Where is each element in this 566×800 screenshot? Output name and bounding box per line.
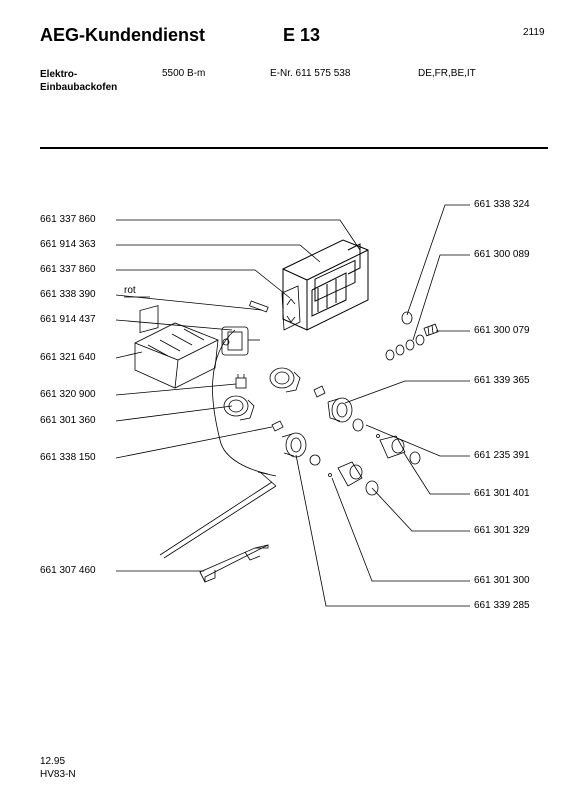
- part-number-left: 661 914 363: [40, 239, 96, 250]
- part-number-right: 661 235 391: [474, 450, 530, 461]
- left-leader-lines: [115, 219, 361, 572]
- section-code: E 13: [283, 25, 321, 45]
- washer: [409, 451, 421, 465]
- washer: [352, 418, 364, 432]
- mounting-bracket: [199, 544, 269, 583]
- cylinder-part: [337, 461, 363, 487]
- part-number-right: 661 301 329: [474, 525, 530, 536]
- cylinder-part: [379, 435, 406, 459]
- part-number-left: 661 321 640: [40, 352, 96, 363]
- part-number-right: 661 300 079: [474, 325, 530, 336]
- display-module: [282, 239, 369, 331]
- knob-bracket-lower: [223, 395, 255, 421]
- part-number-right: 661 339 285: [474, 600, 530, 611]
- page-number: 2119: [523, 27, 545, 38]
- part-number-left: 661 307 460: [40, 565, 96, 576]
- clip-part: [271, 420, 284, 432]
- country-codes: DE,FR,BE,IT: [418, 68, 476, 79]
- part-number-left: 661 338 150: [40, 452, 96, 463]
- part-number-left: 661 337 860: [40, 214, 96, 225]
- part-number-right: 661 301 401: [474, 488, 530, 499]
- e-number: E-Nr. 611 575 538: [270, 68, 351, 79]
- knob-upper: [327, 397, 353, 423]
- model-number: 5500 B-m: [162, 68, 206, 79]
- annotation-rot: rot: [124, 285, 136, 296]
- washer: [395, 344, 405, 356]
- thermostat: [212, 326, 277, 477]
- part-number-left: 661 914 437: [40, 314, 96, 325]
- product-line-1: Elektro-: [40, 69, 78, 80]
- washer: [401, 311, 413, 325]
- spring-screw: [423, 323, 439, 337]
- product-line-2: Einbaubackofen: [40, 82, 118, 93]
- temperature-probe: [159, 471, 277, 559]
- part-number-left: 661 320 900: [40, 389, 96, 400]
- switch-assembly: [134, 305, 219, 389]
- part-number-left: 661 337 860: [40, 264, 96, 275]
- small-dot: [376, 434, 380, 438]
- part-number-right: 661 300 089: [474, 249, 530, 260]
- part-number-right: 661 301 300: [474, 575, 530, 586]
- washer: [309, 454, 321, 466]
- small-dot: [328, 473, 332, 477]
- part-number-left: 661 301 360: [40, 415, 96, 426]
- clip-part: [313, 385, 326, 398]
- knob-bracket-upper: [269, 367, 301, 393]
- footer-code: HV83-N: [40, 769, 76, 780]
- part-number-left: 661 338 390: [40, 289, 96, 300]
- brand-title: AEG-Kundendienst: [40, 25, 205, 45]
- footer-date: 12.95: [40, 756, 66, 767]
- cap-part: [365, 480, 379, 496]
- washer: [415, 334, 425, 346]
- knob-lower: [281, 432, 307, 458]
- button-plate: [281, 285, 301, 331]
- part-number-right: 661 338 324: [474, 199, 530, 210]
- washer: [385, 349, 395, 361]
- washer: [405, 339, 415, 351]
- part-number-right: 661 339 365: [474, 375, 530, 386]
- right-leader-lines: [295, 204, 470, 607]
- small-switch: [235, 374, 247, 389]
- indicator-lamp: [249, 300, 269, 313]
